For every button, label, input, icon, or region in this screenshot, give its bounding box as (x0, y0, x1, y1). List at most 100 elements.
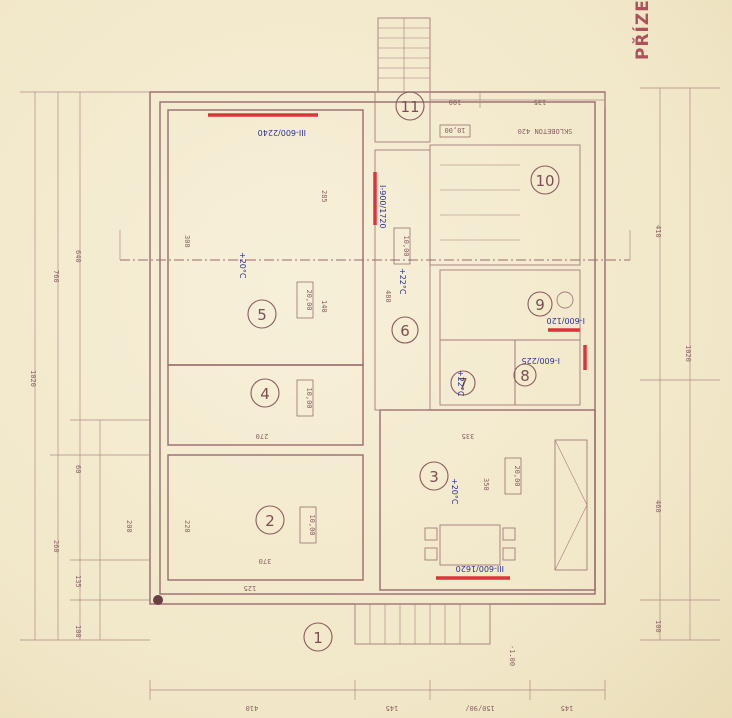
level-mark: -1.00 (508, 645, 516, 666)
svg-text:2: 2 (265, 512, 275, 530)
svg-text:20,00: 20,00 (305, 289, 313, 310)
room-3-temp: +20°C (450, 478, 459, 505)
room-10-marker: 10 (530, 165, 560, 195)
room-6-area: 10,00 (393, 227, 411, 265)
room-10-outline (429, 144, 581, 266)
svg-text:8: 8 (520, 367, 530, 385)
kitchen-counter-lines (440, 164, 520, 241)
dim-room4-width: 270 (256, 432, 269, 440)
room-9-marker: 9 (527, 291, 553, 317)
dim-room2-width: 370 (259, 557, 272, 565)
room-8-outline (514, 339, 581, 406)
room-9-heater-spec: I-600/120 (547, 316, 585, 325)
svg-text:10,00: 10,00 (444, 126, 465, 134)
room-6-temp: +22°C (398, 268, 407, 295)
dim-right-c: 1020 (684, 345, 692, 362)
top-dimension-chain (429, 92, 606, 108)
bottom-dimension-chain (149, 680, 606, 700)
room-7-temp: +22°C (456, 370, 465, 397)
chair (424, 527, 438, 541)
chair (424, 547, 438, 561)
room-5-marker: 5 (247, 299, 277, 329)
left-dimension-chains (20, 91, 150, 641)
corner-pin (153, 595, 163, 605)
room-2-outline (167, 454, 364, 581)
dim-bottom-a: 410 (246, 704, 259, 712)
bottom-stair (354, 603, 491, 645)
dim-left-b: 640 (74, 250, 82, 263)
room-5-heater-spec: III-600/2240 (258, 128, 306, 137)
room-1-marker: 1 (303, 622, 333, 652)
svg-text:10: 10 (535, 172, 554, 190)
room-5-area: 20,00 (296, 281, 314, 319)
wardrobe (554, 439, 588, 571)
room-3-outline (379, 409, 596, 591)
dim-bottom-d: 145 (561, 704, 574, 712)
inner-wall (159, 101, 596, 595)
dim-room5-width: 285 (320, 190, 328, 203)
svg-text:3: 3 (429, 468, 439, 486)
dim-left-a: 760 (52, 270, 60, 283)
chair (502, 527, 516, 541)
dim-left-total: 1020 (29, 370, 37, 387)
svg-text:10,00: 10,00 (308, 514, 316, 535)
dim-top-b: 135 (534, 98, 547, 106)
room-4-marker: 4 (250, 378, 280, 408)
dim-room6-height: 480 (384, 290, 392, 303)
dim-left-f: 60 (74, 465, 82, 473)
dim-right-d: 100 (654, 620, 662, 633)
dim-bottom-b: 145 (386, 704, 399, 712)
dining-table (439, 524, 501, 566)
bottom-stair-treads (369, 604, 461, 644)
room-7-marker: 7 (450, 370, 476, 396)
room-4-outline (167, 364, 364, 446)
dim-left-c: 260 (52, 540, 60, 553)
dim-top-a: 100 (449, 98, 462, 106)
room-7-outline (439, 339, 516, 406)
svg-text:20,00: 20,00 (513, 465, 521, 486)
svg-text:7: 7 (458, 375, 468, 393)
dim-room5-height: 300 (183, 235, 191, 248)
right-dimension-chains (640, 87, 720, 641)
room-3-area: 20,00 (504, 457, 522, 495)
svg-text:10,00: 10,00 (402, 235, 410, 256)
plan-title: PŘÍZE (631, 0, 653, 60)
room-6-marker: 6 (391, 316, 419, 344)
hall-6-outline (374, 149, 431, 411)
svg-text:4: 4 (260, 385, 270, 403)
room-8-marker: 8 (513, 363, 537, 387)
room-11-area: 10,00 (439, 124, 471, 138)
svg-text:5: 5 (257, 306, 267, 324)
svg-text:1: 1 (313, 629, 323, 647)
hall-heater-spec: I-900/1720 (378, 185, 387, 229)
room-5-outline (167, 109, 364, 366)
dim-right-a: 410 (654, 225, 662, 238)
room-2-marker: 2 (255, 505, 285, 535)
top-stair-treads (378, 18, 430, 92)
dim-room3-depth: 335 (462, 432, 475, 440)
room-4-area: 10,00 (296, 379, 314, 417)
room-11-marker: 11 (395, 91, 425, 121)
dim-room2-height: 220 (183, 520, 191, 533)
room-5-temp: +20°C (238, 252, 247, 279)
dim-left-e: 100 (74, 625, 82, 638)
room-3-marker: 3 (419, 461, 449, 491)
room-3-heater-spec: III-600/1620 (456, 564, 504, 573)
dim-bottom-c: 150/90/ (465, 704, 495, 712)
dim-room6-width: 140 (320, 300, 328, 313)
svg-text:6: 6 (400, 322, 410, 340)
washbasin (556, 291, 574, 309)
dim-bottom-row: 125 (244, 584, 257, 592)
svg-text:9: 9 (535, 296, 545, 314)
svg-text:10,00: 10,00 (305, 387, 313, 408)
room-8-heater-spec: I-600/225 (522, 356, 560, 365)
svg-text:11: 11 (400, 98, 419, 116)
label-glass-block: SKLOBETON 420 (518, 127, 573, 135)
dim-left-d: 135 (74, 575, 82, 588)
chair (502, 547, 516, 561)
dim-room2-b: 200 (125, 520, 133, 533)
room-2-area: 10,00 (299, 506, 317, 544)
dim-right-b: 460 (654, 500, 662, 513)
